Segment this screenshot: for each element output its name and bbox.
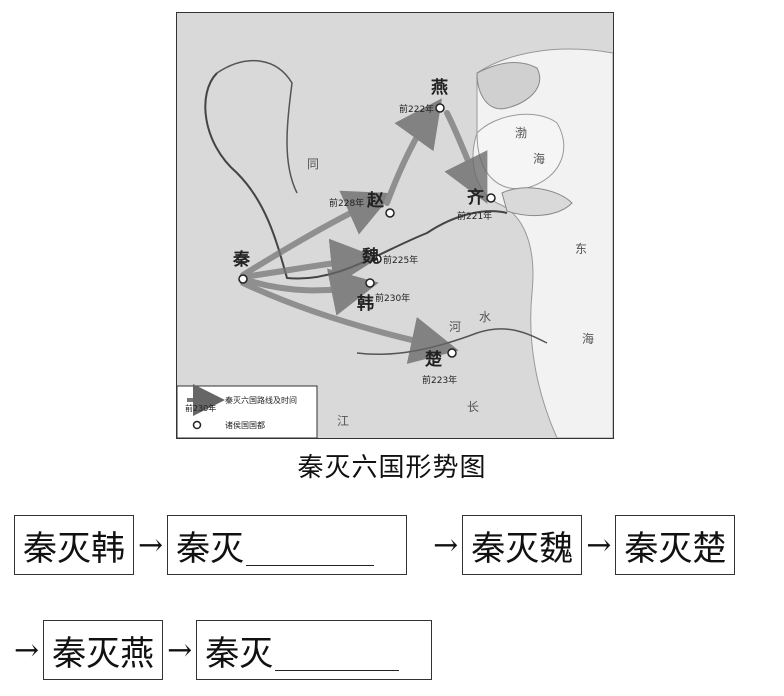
- yangtze-river: [356, 328, 548, 356]
- arrow: →: [14, 632, 40, 668]
- map: 秦 韩 前230年 赵 前228年 魏 前225年 楚 前223年 燕 前222…: [176, 12, 614, 439]
- step-text: 秦灭韩: [23, 528, 125, 569]
- legend-route-label: 秦灭六国路线及时间: [225, 395, 297, 405]
- legend: 前230年 秦灭六国路线及时间 诸侯国国都: [177, 384, 318, 438]
- legend-capital-label: 诸侯国国都: [225, 421, 265, 430]
- step-box-wei: 秦灭魏: [462, 515, 583, 575]
- date-chu: 前223年: [422, 374, 457, 386]
- capital-yan: [435, 103, 445, 113]
- capital-wei: [372, 254, 382, 264]
- label-qin: 秦: [233, 249, 250, 270]
- step-box-han: 秦灭韩: [14, 515, 134, 575]
- answer-blank-2[interactable]: [275, 630, 400, 671]
- arrow: →: [138, 527, 164, 563]
- step-box-blank-2: 秦灭: [196, 620, 433, 680]
- step-text: 秦灭魏: [471, 528, 574, 569]
- water-label-5: 河: [449, 320, 461, 334]
- date-han: 前230年: [375, 292, 410, 304]
- step-box-blank-1: 秦灭: [167, 515, 408, 575]
- date-yan: 前222年: [399, 103, 434, 115]
- route-to-han: [240, 268, 379, 316]
- water-label-1: 渤: [515, 126, 527, 140]
- step-text: 秦灭: [176, 528, 245, 569]
- date-wei: 前225年: [383, 254, 418, 266]
- capital-qi: [486, 193, 496, 203]
- route-to-wei: [240, 238, 379, 287]
- flow-row-1: 秦灭韩 → 秦灭 → 秦灭魏 → 秦灭楚: [14, 515, 736, 575]
- legend-capital-icon: [192, 420, 202, 430]
- east-land: [476, 62, 541, 110]
- capital-han: [365, 278, 375, 288]
- capital-chu: [447, 348, 457, 358]
- arrow: →: [167, 632, 193, 668]
- water-label-7: 长: [467, 400, 479, 414]
- route-yan-qi: [444, 110, 488, 204]
- peninsula: [501, 187, 573, 216]
- step-box-chu: 秦灭楚: [615, 515, 736, 575]
- label-zhao: 赵: [366, 190, 385, 211]
- water-label-9: 同: [307, 157, 319, 171]
- water-label-2: 海: [533, 151, 545, 166]
- yellow-river: [204, 72, 508, 280]
- water-label-4: 海: [582, 331, 594, 346]
- plateau-outline: [216, 59, 298, 194]
- route-to-zhao: [240, 190, 393, 278]
- step-box-yan: 秦灭燕: [43, 620, 164, 680]
- conquest-routes: [240, 98, 488, 364]
- answer-blank-1[interactable]: [246, 525, 375, 566]
- label-han: 韩: [357, 293, 374, 314]
- map-caption: 秦灭六国形势图: [297, 453, 487, 483]
- label-yan: 燕: [431, 77, 448, 98]
- map-svg: 秦 韩 前230年 赵 前228年 魏 前225年 楚 前223年 燕 前222…: [177, 48, 613, 438]
- legend-date: 前230年: [185, 403, 216, 413]
- water-label-6: 水: [479, 310, 491, 324]
- route-to-chu: [240, 280, 459, 364]
- step-text: 秦灭楚: [624, 528, 727, 569]
- flow-row-2: → 秦灭燕 → 秦灭: [14, 620, 433, 680]
- label-wei: 魏: [361, 246, 379, 267]
- date-zhao: 前228年: [329, 197, 364, 209]
- capital-zhao: [385, 208, 395, 218]
- step-text: 秦灭: [205, 633, 274, 674]
- water-label-3: 东: [575, 242, 587, 256]
- water-label-8: 江: [337, 414, 349, 428]
- date-qi: 前221年: [457, 210, 492, 222]
- arrow: →: [433, 527, 459, 563]
- step-text: 秦灭燕: [52, 633, 155, 674]
- label-qi: 齐: [467, 187, 485, 208]
- route-zhao-yan: [384, 98, 443, 206]
- bohai-sea: [476, 113, 565, 190]
- capital-qin: [238, 274, 248, 284]
- label-chu: 楚: [425, 349, 443, 370]
- arrow: →: [586, 527, 612, 563]
- capital-markers: [238, 103, 496, 358]
